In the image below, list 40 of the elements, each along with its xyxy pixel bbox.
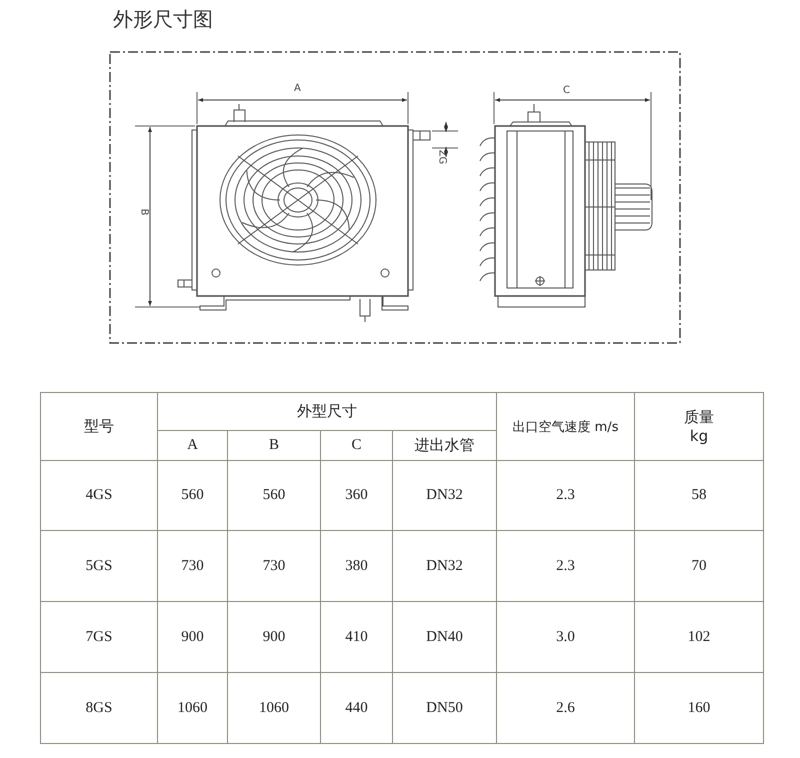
table-cell: DN32 bbox=[392, 460, 496, 530]
table-cell: B bbox=[228, 430, 320, 460]
table-cell: 160 bbox=[634, 672, 764, 744]
table-cell: 900 bbox=[158, 602, 228, 672]
dimension-label: ZG bbox=[436, 150, 446, 164]
table-cell: 1060 bbox=[158, 672, 228, 744]
table-cell: 4GS bbox=[40, 460, 158, 530]
dimension-label: C bbox=[563, 86, 570, 96]
dimension-label: A bbox=[294, 84, 301, 94]
table-cell: 70 bbox=[634, 530, 764, 602]
table-cell: 外型尺寸 bbox=[158, 392, 496, 430]
table-cell: 5GS bbox=[40, 530, 158, 602]
table-cell: 730 bbox=[158, 530, 228, 602]
table-cell: 7GS bbox=[40, 602, 158, 672]
table-cell: 380 bbox=[320, 530, 392, 602]
diagram-title: 外形尺寸图 bbox=[113, 6, 213, 33]
table-cell: 质量 kg bbox=[634, 392, 764, 460]
table-cell: 560 bbox=[228, 460, 320, 530]
table-cell: 58 bbox=[634, 460, 764, 530]
table-cell: 2.6 bbox=[496, 672, 634, 744]
table-cell: 1060 bbox=[228, 672, 320, 744]
table-cell: DN32 bbox=[392, 530, 496, 602]
table-cell: 出口空气速度 m/s bbox=[496, 392, 634, 460]
table-cell: DN50 bbox=[392, 672, 496, 744]
table-cell: 730 bbox=[228, 530, 320, 602]
table-cell: DN40 bbox=[392, 602, 496, 672]
table-cell: 2.3 bbox=[496, 460, 634, 530]
dimension-label: B bbox=[138, 208, 148, 216]
table-cell: A bbox=[158, 430, 228, 460]
table-cell: 360 bbox=[320, 460, 392, 530]
table-cell: 410 bbox=[320, 602, 392, 672]
table-cell: 900 bbox=[228, 602, 320, 672]
table-cell: 8GS bbox=[40, 672, 158, 744]
table-cell: C bbox=[320, 430, 392, 460]
table-cell: 型号 bbox=[40, 392, 158, 460]
table-cell: 3.0 bbox=[496, 602, 634, 672]
table-cell: 102 bbox=[634, 602, 764, 672]
table-cell: 560 bbox=[158, 460, 228, 530]
table-cell: 440 bbox=[320, 672, 392, 744]
table-cell: 2.3 bbox=[496, 530, 634, 602]
